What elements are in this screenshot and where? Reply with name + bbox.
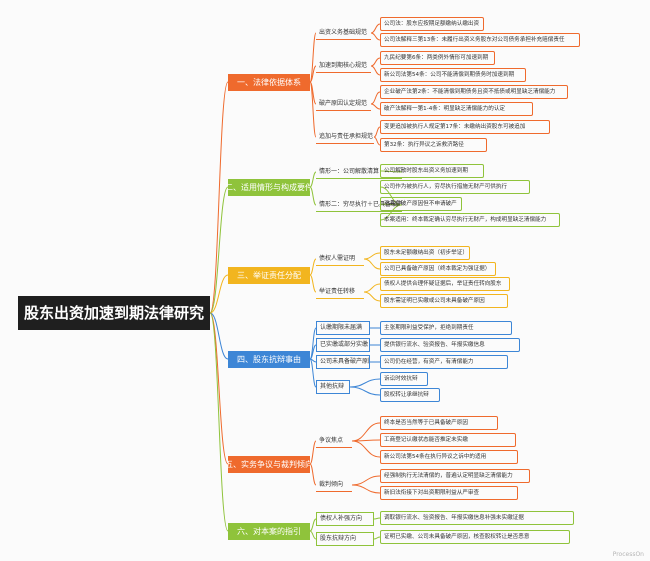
watermark: ProcessOn [612,551,644,558]
section-2-leaf[interactable]: 本案适用：终本裁定确认穷尽执行无财产，构成明显缺乏清偿能力 [380,213,560,227]
subtopic-to-leaf-line [370,91,381,105]
section-to-subtopic-line [309,81,317,138]
section-2-topic[interactable]: 二、适用情形与构成要件 [228,179,310,196]
section-1-subtopic-1[interactable]: 出资义务基础规范 [316,26,371,40]
section-4-subtopic-1[interactable]: 认缴期限未届满 [316,321,370,335]
section-to-subtopic-line [309,440,317,465]
subtopic-to-leaf-line [370,57,381,67]
section-4-leaf[interactable]: 诉讼时效抗辩 [380,372,428,386]
section-3-leaf[interactable]: 股东需证明已实缴或公司未具备破产原因 [380,294,508,308]
section-1-leaf[interactable]: 九民纪要第6条：两类例外情形可加速到期 [380,51,495,65]
section-5-topic[interactable]: 五、实务争议与裁判倾向 [228,456,310,473]
section-5-leaf[interactable]: 经强制执行无法清偿的，普遍认定明显缺乏清偿能力 [380,469,530,483]
root-to-section-line [209,312,229,532]
section-3-leaf[interactable]: 股东未足额缴纳出资（初步举证） [380,246,470,260]
section-4-topic[interactable]: 四、股东抗辩事由 [228,351,310,368]
subtopic-to-leaf-line [373,536,381,540]
section-5-subtopic-2[interactable]: 裁判倾向 [316,478,352,492]
section-4-subtopic-4[interactable]: 其他抗辩 [316,380,350,394]
section-6-subtopic-1[interactable]: 债权人补强方向 [316,512,374,526]
section-5-leaf[interactable]: 终本是否当然等于已具备破产原因 [380,416,498,430]
section-2-leaf[interactable]: 已具备破产原因但不申请破产 [380,197,462,211]
root-topic[interactable]: 股东出资加速到期法律研究 [18,296,210,330]
section-4-leaf[interactable]: 公司仍在经营，有资产，有清偿能力 [380,355,508,369]
section-3-subtopic-2[interactable]: 举证责任转移 [316,285,364,299]
section-1-leaf[interactable]: 破产法解释一第1-4条：明显缺乏清偿能力的认定 [380,102,533,116]
root-to-section-line [209,81,229,314]
section-4-leaf[interactable]: 股权转让承继抗辩 [380,388,440,402]
section-to-subtopic-line [309,463,317,486]
subtopic-to-leaf-line [351,475,381,486]
subtopic-to-leaf-line [379,204,403,221]
section-to-subtopic-line [309,258,317,276]
section-4-leaf[interactable]: 主张期限利益受保护，拒绝到期责任 [380,321,512,335]
subtopic-to-leaf-line [363,252,381,260]
section-1-subtopic-3[interactable]: 破产原因认定规范 [316,97,371,111]
section-2-subtopic-1[interactable]: 情形一：公司解散清算 [316,165,402,179]
subtopic-to-leaf-line [351,484,381,494]
section-5-leaf[interactable]: 新旧法衔接下对出资期限利益从严审查 [380,486,518,500]
section-1-leaf[interactable]: 变更追加被执行人规定第17条：未缴纳出资股东可被追加 [380,120,550,134]
section-1-leaf[interactable]: 企业破产法第2条：不能清偿到期债务且资不抵债或明显缺乏清偿能力 [380,85,568,99]
subtopic-to-leaf-line [373,136,381,146]
section-1-subtopic-4[interactable]: 追加与责任承担规范 [316,130,374,144]
section-to-subtopic-line [309,65,317,83]
section-to-subtopic-line [309,274,317,293]
section-4-leaf[interactable]: 提供银行流水、验资报告、年报实缴信息 [380,338,520,352]
subtopic-to-leaf-line [363,291,381,302]
section-4-subtopic-2[interactable]: 已实缴或部分实缴 [316,338,370,352]
section-3-topic[interactable]: 三、举证责任分配 [228,267,310,284]
root-to-section-line [209,312,229,360]
subtopic-to-leaf-line [370,32,381,41]
section-6-topic[interactable]: 六、对本案的指引 [228,523,310,540]
section-6-subtopic-2[interactable]: 股东抗辩方向 [316,532,374,546]
section-6-leaf[interactable]: 调取银行流水、验资报告、年报实缴信息补强未实缴证据 [380,511,574,525]
section-2-leaf[interactable]: 公司作为被执行人，穷尽执行措施无财产可供执行 [380,180,530,194]
subtopic-to-leaf-line [370,65,381,76]
subtopic-to-leaf-line [363,283,381,293]
subtopic-to-leaf-line [349,378,381,388]
section-to-subtopic-line [309,171,317,188]
section-5-leaf[interactable]: 新公司法第54条在执行异议之诉中的适用 [380,450,518,464]
section-to-subtopic-line [309,530,317,540]
section-3-leaf[interactable]: 公司已具备破产原因（终本裁定为强证据） [380,262,496,276]
section-5-leaf[interactable]: 工商登记认缴状态能否推定未实缴 [380,433,516,447]
section-5-subtopic-1[interactable]: 争议焦点 [316,434,352,448]
section-4-subtopic-3[interactable]: 公司未具备破产原因 [316,355,370,369]
subtopic-to-leaf-line [370,23,381,34]
section-2-leaf[interactable]: 公司解散时股东出资义务加速到期 [380,164,484,178]
section-1-leaf[interactable]: 新公司法第54条：公司不能清偿到期债务时加速到期 [380,68,526,82]
section-6-leaf[interactable]: 证明已实缴、公司未具备破产原因，核查股权转让是否恶意 [380,530,570,544]
subtopic-to-leaf-line [370,103,381,110]
section-3-leaf[interactable]: 债权人提供合理怀疑证据后，举证责任转向股东 [380,277,510,291]
section-to-subtopic-line [309,32,317,83]
section-1-leaf[interactable]: 公司法：股东应按期足额缴纳认缴出资 [380,17,484,31]
subtopic-to-leaf-line [351,422,381,442]
subtopic-to-leaf-line [373,517,381,520]
subtopic-to-leaf-line [379,170,403,173]
section-to-subtopic-line [309,186,317,206]
section-3-subtopic-1[interactable]: 债权人需证明 [316,252,364,266]
root-to-section-line [209,274,229,314]
section-1-leaf[interactable]: 第32条：执行异议之诉救济路径 [380,138,487,152]
section-1-subtopic-2[interactable]: 加速到期核心规范 [316,59,371,73]
section-2-subtopic-2[interactable]: 情形二：穷尽执行＋已具备破产原因 [316,198,402,212]
section-to-subtopic-line [309,358,317,388]
section-1-topic[interactable]: 一、法律依据体系 [228,74,310,91]
subtopic-to-leaf-line [349,386,381,396]
root-to-section-line [209,186,229,314]
subtopic-to-leaf-line [363,258,381,270]
section-1-leaf[interactable]: 公司法解释三第13条：未履行出资义务股东对公司债务承担补充赔偿责任 [380,33,580,47]
subtopic-to-leaf-line [351,440,381,458]
